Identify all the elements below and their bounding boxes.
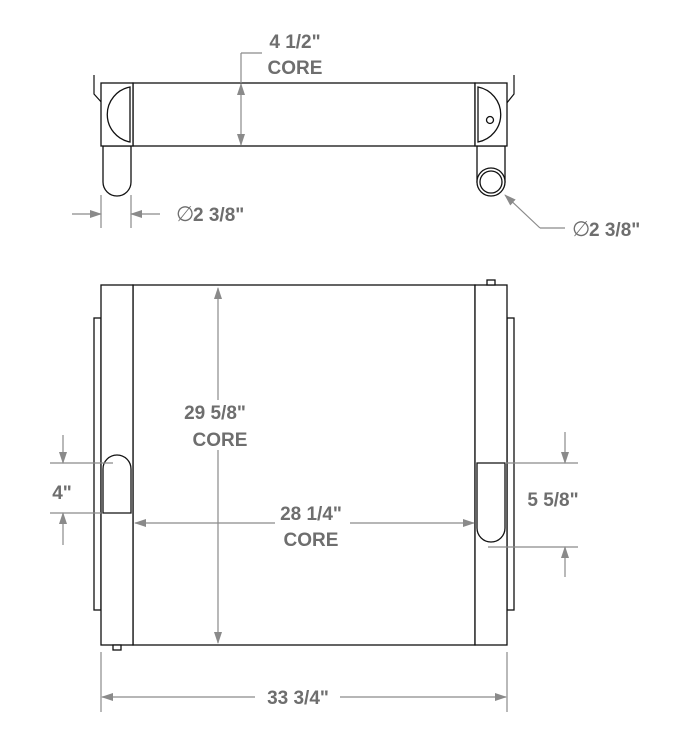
core-height-label: CORE [193, 430, 248, 451]
core-depth-label: CORE [268, 58, 323, 79]
core-width-label: CORE [284, 530, 339, 551]
left-inlet-pipe [102, 145, 132, 197]
core-height-dimension: 29 5/8" [184, 403, 246, 424]
outlet-port [476, 462, 506, 543]
right-hook [505, 75, 515, 105]
front-view: 29 5/8" CORE 28 1/4" CORE 4" 5 5/8" 33 3… [50, 279, 579, 712]
inlet-diameter-dimension: 2 3/8" [193, 205, 244, 226]
core-width-dimension: 28 1/4" [280, 504, 342, 525]
core [132, 284, 476, 646]
diameter-symbol: ∅ [572, 218, 590, 241]
right-side-plate [506, 317, 515, 611]
left-side-plate [93, 317, 102, 611]
top-view: 4 1/2" CORE ∅ 2 3/8" ∅ 2 3/8" [72, 32, 640, 241]
bottom-fitting [112, 644, 122, 651]
left-hook [93, 75, 104, 105]
outlet-height-dimension: 5 5/8" [527, 490, 578, 511]
overall-width-dimension: 33 3/4" [267, 688, 329, 709]
core-depth-dimension: 4 1/2" [269, 32, 320, 53]
diameter-symbol: ∅ [176, 203, 194, 226]
top-core [132, 82, 476, 147]
outlet-diameter-dimension: 2 3/8" [589, 220, 640, 241]
inlet-port [102, 454, 132, 514]
top-fitting [486, 279, 496, 286]
inlet-height-dimension: 4" [52, 483, 72, 504]
drain-plug [485, 115, 495, 125]
